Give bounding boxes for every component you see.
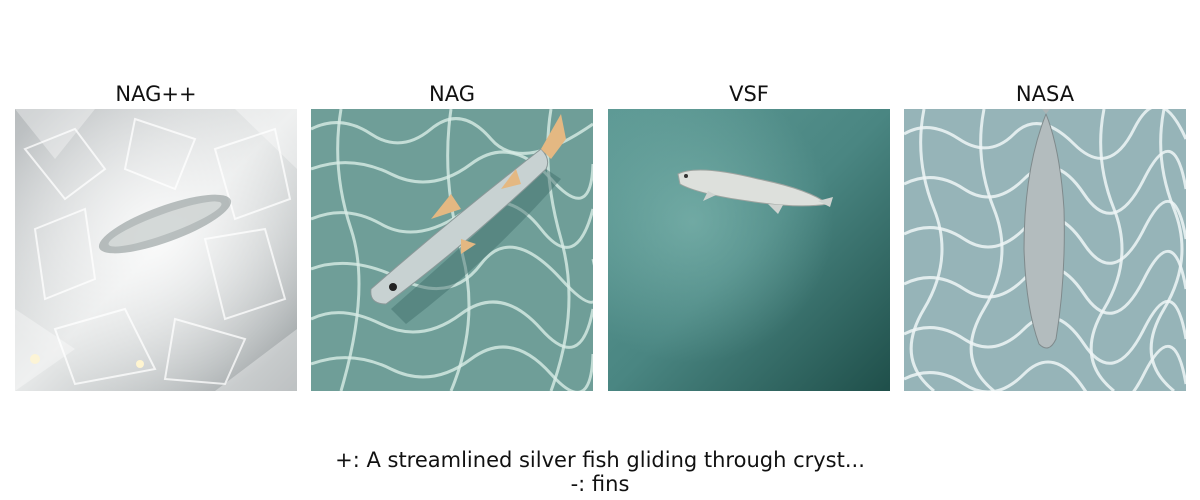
positive-prompt: +: A streamlined silver fish gliding thr…	[335, 448, 865, 472]
negative-prompt: -: fins	[570, 472, 630, 496]
image-silver-fish-teal	[608, 109, 890, 391]
image-crystal-fish	[15, 109, 297, 391]
fish-caustics-illustration	[904, 109, 1186, 391]
fish-in-water-illustration	[311, 109, 593, 391]
panel-title: NASA	[1015, 82, 1075, 106]
crystal-fish-illustration	[15, 109, 297, 391]
image-fish-in-water	[311, 109, 593, 391]
panel-title: NAG++	[115, 82, 197, 106]
image-fish-caustics	[904, 109, 1186, 391]
panel-title: NAG	[429, 82, 475, 106]
panel-title: VSF	[729, 82, 769, 106]
prompt-caption: +: A streamlined silver fish gliding thr…	[0, 448, 1200, 496]
silver-fish-teal-illustration	[608, 109, 890, 391]
